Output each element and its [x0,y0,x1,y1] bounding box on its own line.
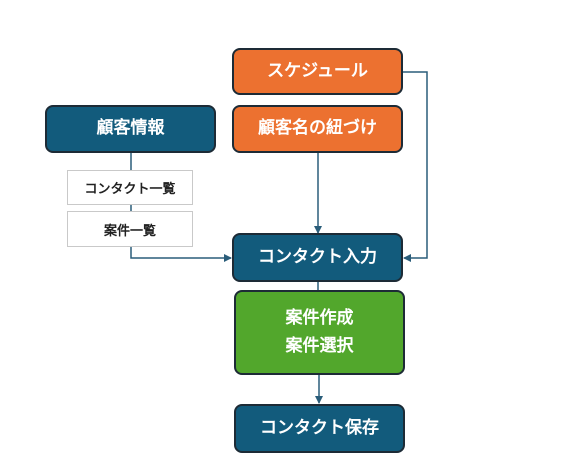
case-create-label: 案件作成 [285,308,354,329]
contact-input-node: コンタクト入力 [232,233,403,282]
contact-save-label: コンタクト保存 [260,417,379,438]
case-list-item: 案件一覧 [67,211,193,247]
connector-schedule-to-contact-input [402,71,428,262]
case-list-label: 案件一覧 [103,223,156,239]
customer-info-label: 顧客情報 [96,118,165,139]
contact-save-node: コンタクト保存 [234,404,405,453]
schedule-node: スケジュール [232,48,403,95]
case-actions-node: 案件作成 案件選択 [234,290,405,375]
schedule-label: スケジュール [267,60,368,81]
customer-link-node: 顧客名の紐づけ [232,105,403,153]
contact-input-label: コンタクト入力 [258,246,377,267]
customer-info-node: 顧客情報 [45,105,216,153]
contact-list-label: コンタクト一覧 [84,182,176,197]
contact-list-item: コンタクト一覧 [67,170,193,205]
case-select-label: 案件選択 [285,335,354,356]
customer-link-label: 顧客名の紐づけ [258,118,377,139]
